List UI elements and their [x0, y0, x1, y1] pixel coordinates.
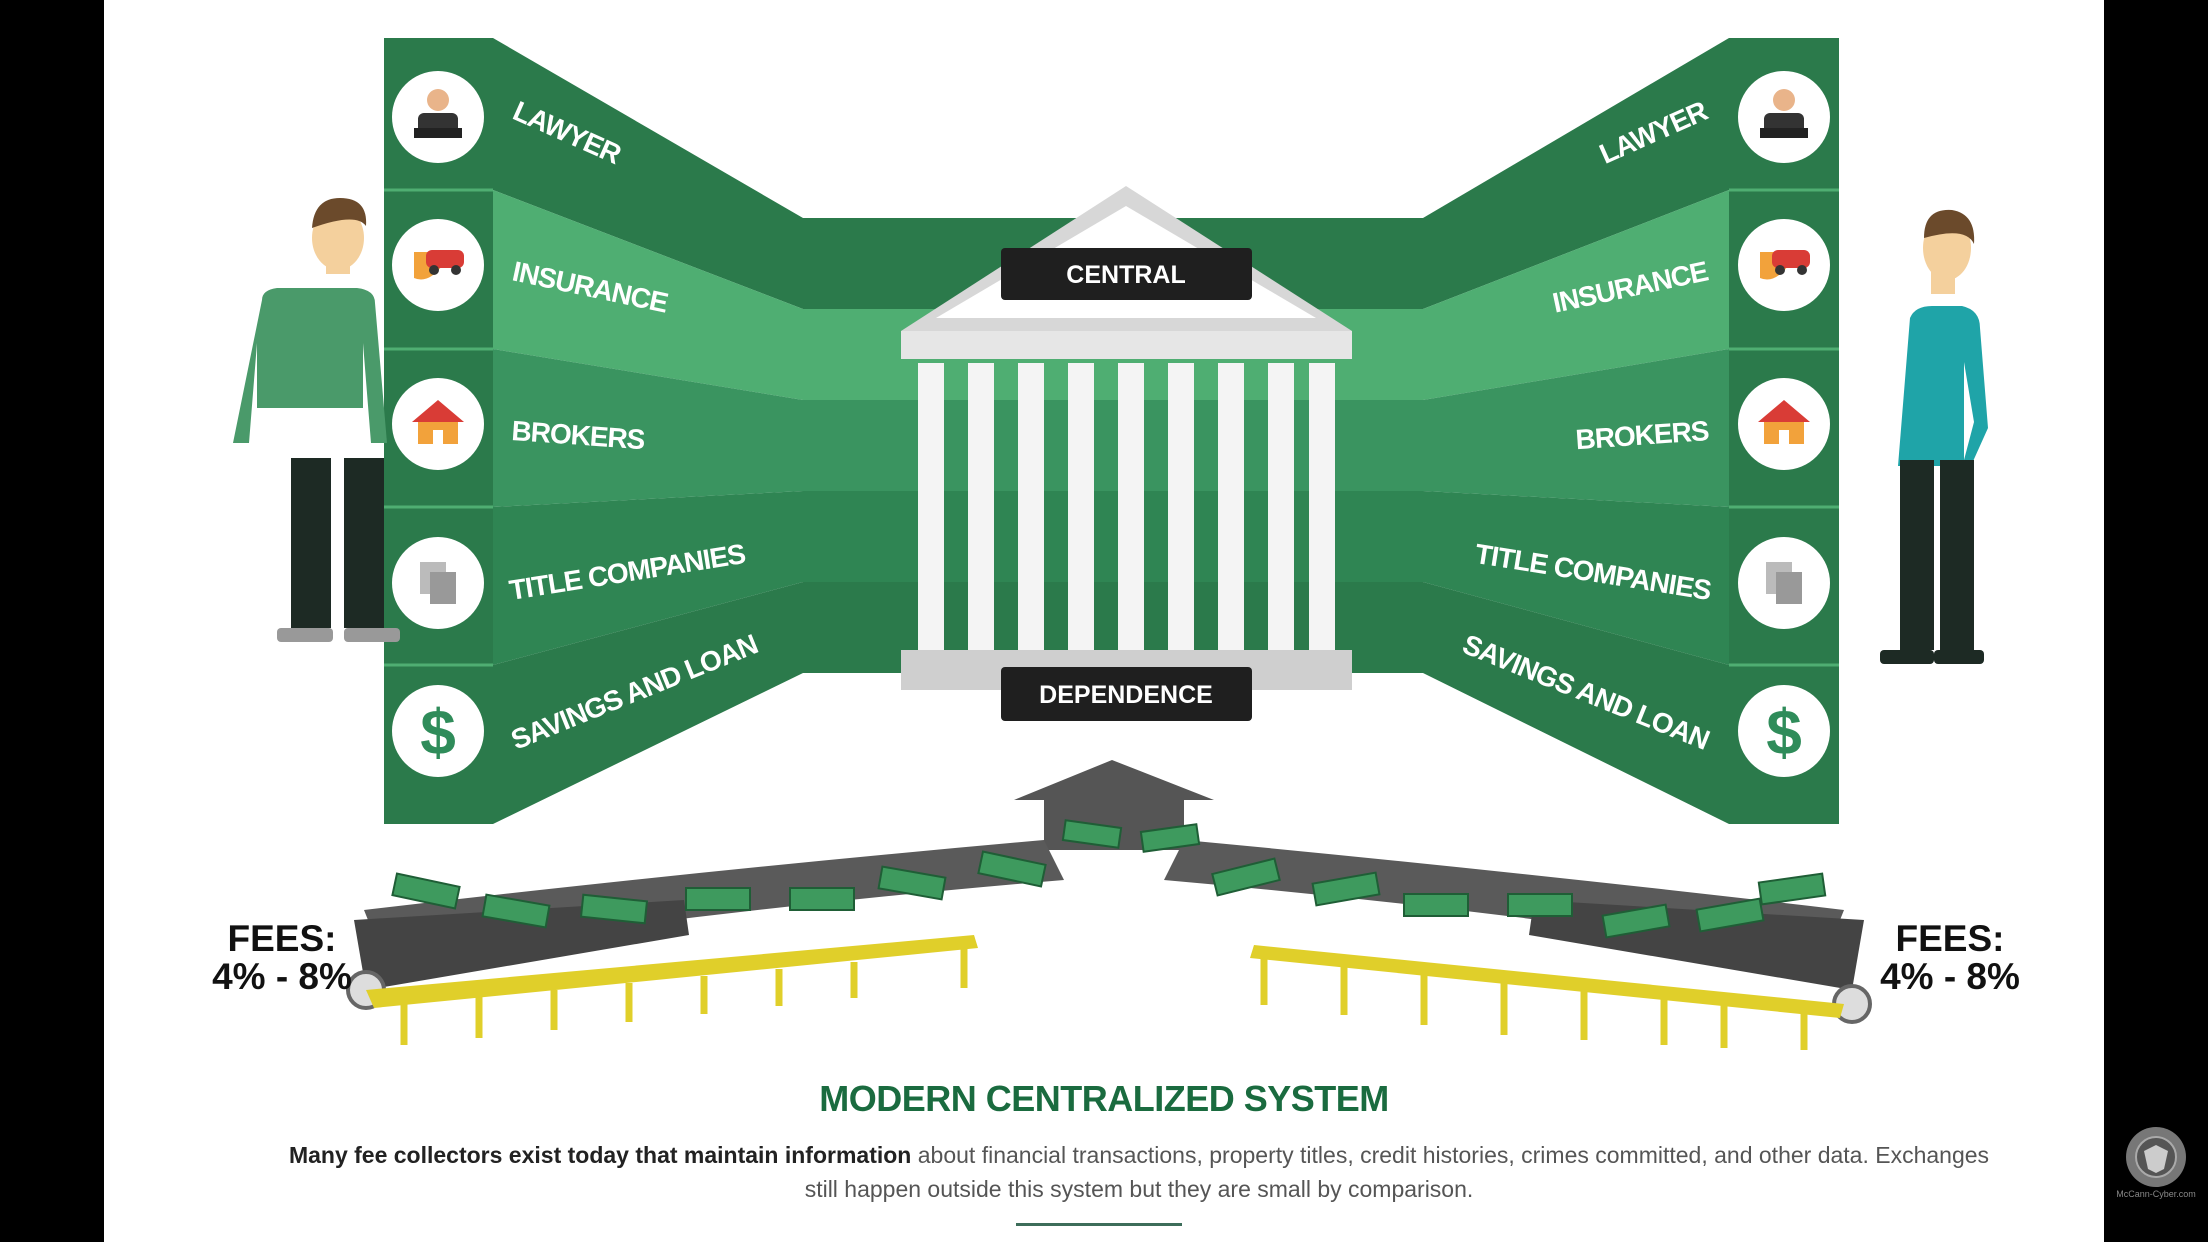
right-person-icon	[1880, 209, 1988, 664]
dollar-icon: $	[392, 685, 484, 777]
insurance-car-icon	[1738, 219, 1830, 311]
dependence-plaque	[1001, 667, 1252, 721]
caption-bold: Many fee collectors exist today that mai…	[288, 1142, 912, 1168]
watermark: McCann-Cyber.com	[2104, 1125, 2208, 1199]
right-fees-range: 4% - 8%	[1880, 956, 2020, 997]
money-stacks	[391, 819, 1827, 939]
left-icons: $	[392, 71, 484, 777]
caption-paragraph: Many fee collectors exist today that mai…	[284, 1138, 1994, 1206]
insurance-car-icon	[392, 219, 484, 311]
right-conveyor	[1250, 900, 1872, 1050]
centralized-system-diagram: $ $ LAWYER INSURANCE BROKERS TITLE COMPA…	[233, 38, 1988, 1050]
central-plaque	[1001, 248, 1252, 300]
house-icon	[392, 378, 484, 470]
watermark-url: McCann-Cyber.com	[2116, 1189, 2196, 1199]
document-icon	[392, 537, 484, 629]
infographic-canvas: $ $ LAWYER INSURANCE BROKERS TITLE COMPA…	[104, 0, 2104, 1242]
caption-title: MODERN CENTRALIZED SYSTEM	[819, 1078, 1389, 1119]
left-fees-label: FEES:	[227, 918, 337, 959]
caption-rest: about financial transactions, property t…	[804, 1142, 1990, 1202]
left-fees-range: 4% - 8%	[212, 956, 352, 997]
house-icon	[1738, 378, 1830, 470]
document-icon	[1738, 537, 1830, 629]
left-person-icon	[233, 198, 400, 642]
svg-text:$: $	[1766, 696, 1802, 768]
central-label: CENTRAL	[1066, 261, 1185, 289]
right-fees-label: FEES:	[1895, 918, 2005, 959]
right-icons: $	[1738, 71, 1830, 777]
mccann-cyber-logo-icon	[2126, 1127, 2186, 1187]
caption-divider	[1016, 1223, 1182, 1226]
lawyer-icon	[392, 71, 484, 163]
dollar-icon: $	[1738, 685, 1830, 777]
left-fees: FEES: 4% - 8%	[182, 920, 382, 996]
lawyer-icon	[1738, 71, 1830, 163]
svg-text:$: $	[420, 696, 456, 768]
dependence-label: DEPENDENCE	[1039, 681, 1213, 709]
left-conveyor	[346, 900, 978, 1045]
right-fees: FEES: 4% - 8%	[1850, 920, 2050, 996]
